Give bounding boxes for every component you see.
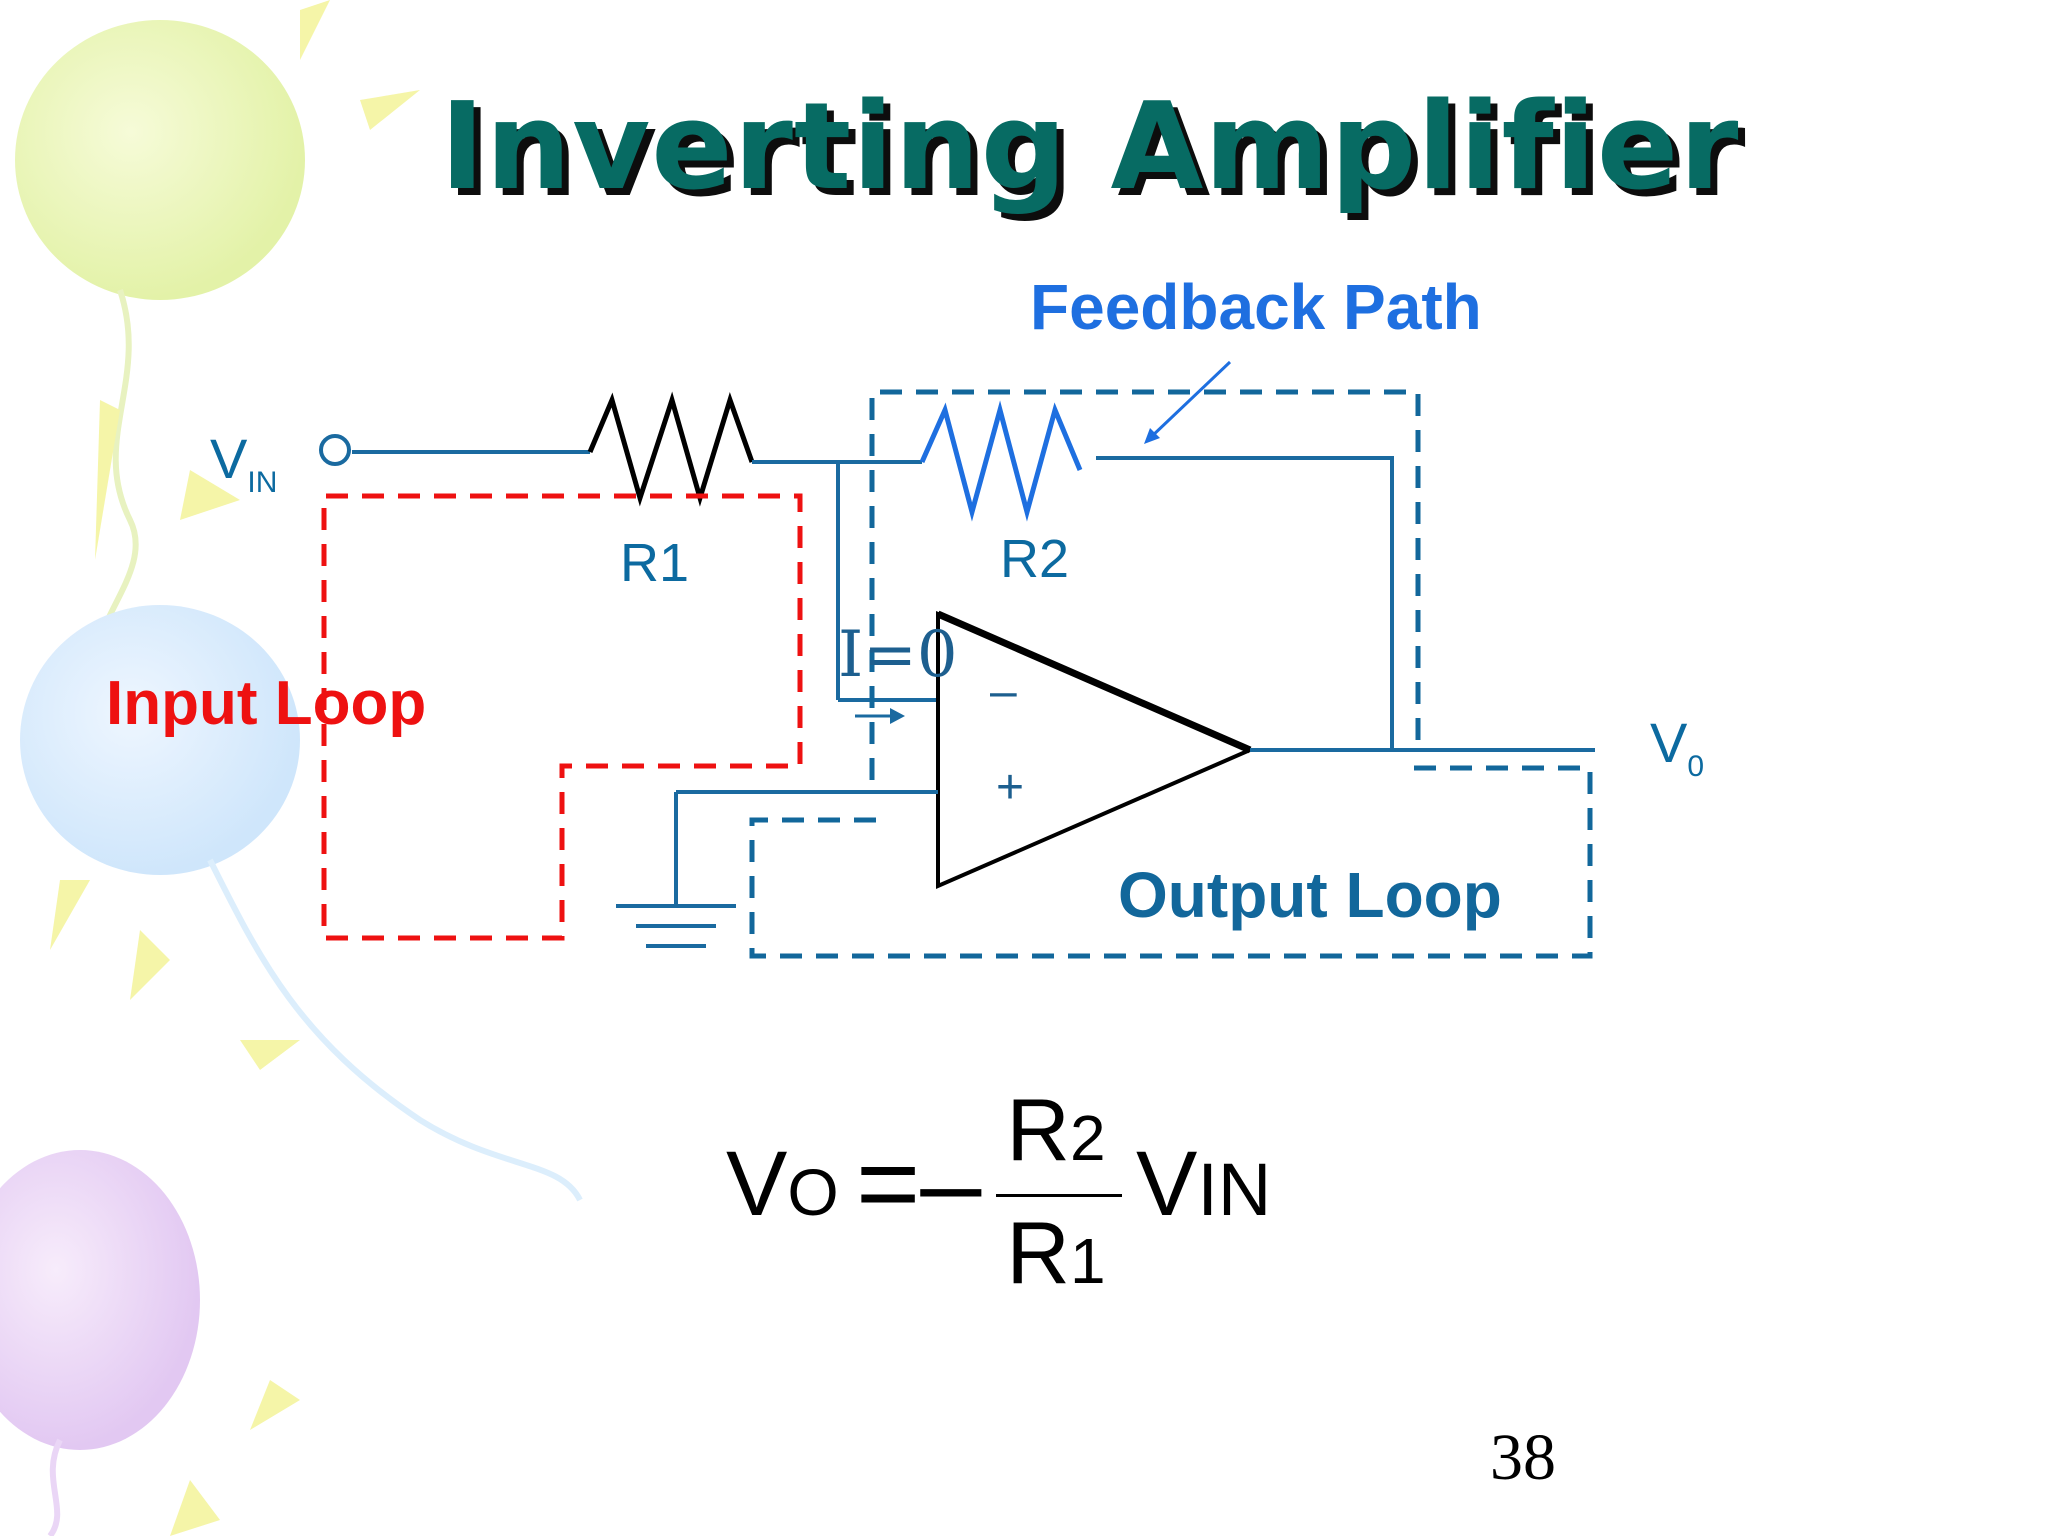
vin-label-sub: IN bbox=[247, 466, 278, 499]
vout-label-main: V bbox=[1650, 711, 1688, 774]
noninverting-sign: + bbox=[996, 761, 1025, 814]
formula-rhs-sub: IN bbox=[1197, 1148, 1272, 1231]
formula-numerator: R2 bbox=[996, 1080, 1116, 1188]
formula-equals: =– bbox=[856, 1122, 982, 1245]
input-loop-box bbox=[321, 493, 803, 941]
purple-balloon bbox=[0, 1150, 200, 1536]
inverting-sign: – bbox=[990, 665, 1017, 718]
op-amp-triangle bbox=[936, 610, 1256, 890]
blue-balloon bbox=[20, 605, 583, 1202]
formula-lhs: VO bbox=[726, 1132, 839, 1237]
r2-label: R2 bbox=[1000, 529, 1070, 589]
r1-label: R1 bbox=[620, 533, 690, 593]
feedback-wire bbox=[1096, 456, 1394, 750]
fraction-bar bbox=[996, 1194, 1122, 1197]
formula-lhs-main: V bbox=[726, 1133, 788, 1235]
vin-terminal bbox=[319, 434, 351, 466]
current-arrow bbox=[855, 708, 905, 724]
page-number: 38 bbox=[1490, 1421, 1556, 1494]
vin-label: VIN bbox=[210, 426, 277, 500]
ground-symbol bbox=[616, 904, 736, 948]
feedback-pointer-arrow bbox=[1144, 360, 1232, 444]
feedback-path-label: Feedback Path bbox=[1030, 271, 1482, 343]
formula-rhs: VIN bbox=[1136, 1132, 1271, 1237]
formula-lhs-sub: O bbox=[787, 1155, 839, 1229]
feedback-path-box bbox=[869, 389, 1421, 780]
r1-resistor bbox=[587, 391, 755, 507]
formula-den-main: R bbox=[1006, 1203, 1070, 1302]
vout-label: V0 bbox=[1650, 710, 1704, 784]
current-label: I=0 bbox=[838, 618, 958, 692]
formula-num-sub: 2 bbox=[1069, 1102, 1106, 1174]
output-loop-box bbox=[749, 765, 1593, 959]
r2-resistor bbox=[919, 400, 1083, 522]
formula-fraction: R2 R1 bbox=[996, 1080, 1122, 1311]
vin-label-main: V bbox=[210, 427, 248, 490]
formula-denominator: R1 bbox=[996, 1203, 1116, 1311]
vout-label-sub: 0 bbox=[1687, 750, 1705, 783]
formula-num-main: R bbox=[1006, 1080, 1070, 1179]
input-loop-label: Input Loop bbox=[106, 669, 427, 738]
formula-rhs-main: V bbox=[1136, 1133, 1198, 1235]
output-loop-label: Output Loop bbox=[1118, 859, 1502, 931]
formula-den-sub: 1 bbox=[1069, 1225, 1106, 1297]
sunburst-rays bbox=[50, 0, 420, 1536]
slide-title: Inverting Amplifier bbox=[440, 78, 1740, 217]
